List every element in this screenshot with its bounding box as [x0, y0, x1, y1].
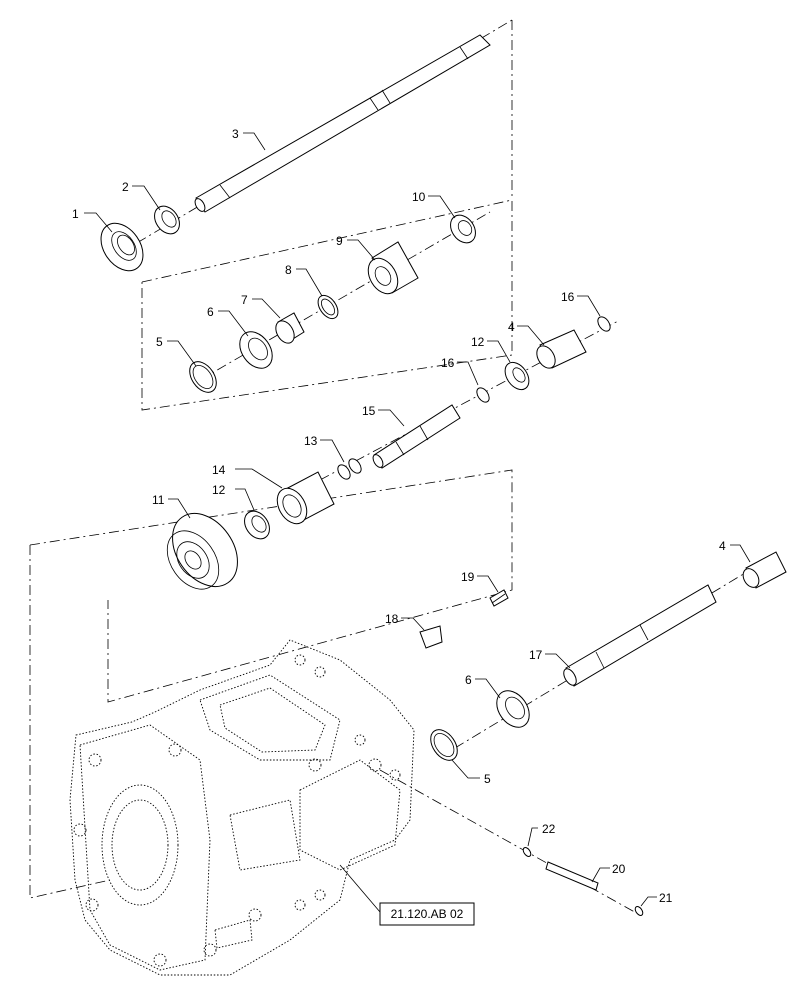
callout-4-lower: 4 — [719, 539, 726, 553]
callout-7: 7 — [241, 293, 248, 307]
part-plate-18 — [419, 625, 443, 649]
callout-4-upper: 4 — [508, 320, 515, 334]
callout-10: 10 — [412, 190, 426, 204]
part-clip-22 — [522, 847, 532, 857]
callout-17: 17 — [529, 648, 543, 662]
reference-box[interactable]: 21.120.AB 02 — [379, 902, 475, 926]
callout-15: 15 — [362, 404, 376, 418]
part-ring-16-upper — [597, 316, 611, 332]
leader-lines — [84, 132, 751, 913]
part-snap-ring-8 — [317, 294, 339, 320]
reference-label: 21.120.AB 02 — [391, 907, 464, 921]
callout-19: 19 — [461, 570, 475, 584]
axis-pin-20 — [379, 769, 641, 916]
part-shaft-17 — [563, 584, 717, 687]
callout-14: 14 — [212, 463, 226, 477]
middle-assembly-boundary — [29, 469, 513, 703]
part-clip-21 — [634, 906, 644, 916]
part-bearing-6-lower — [496, 690, 530, 728]
callout-18: 18 — [385, 612, 399, 626]
part-washers-13 — [337, 458, 362, 480]
part-ring-5-lower — [430, 729, 458, 761]
part-shaft-3 — [194, 34, 491, 213]
part-bearing-12-upper — [504, 361, 530, 391]
part-needle-bearing-7 — [275, 312, 305, 344]
callout-21: 21 — [659, 891, 673, 905]
part-carrier-11 — [166, 513, 238, 590]
callout-6-lower: 6 — [465, 673, 472, 687]
callout-1: 1 — [72, 207, 79, 221]
callout-11: 11 — [152, 493, 165, 507]
part-ring-16-lower — [476, 387, 490, 403]
callout-22: 22 — [542, 822, 556, 836]
housing-boundary — [29, 545, 111, 899]
part-shaft-15 — [372, 404, 461, 469]
part-pin-20 — [545, 861, 599, 891]
callout-12-upper: 12 — [471, 335, 485, 349]
callout-20: 20 — [612, 862, 626, 876]
callout-5-upper: 5 — [156, 335, 163, 349]
part-bolt-19 — [489, 589, 509, 607]
part-bearing-12-lower — [244, 510, 270, 540]
part-sleeve-4-upper — [536, 329, 587, 369]
callout-16-upper: 16 — [561, 290, 575, 304]
part-seal — [100, 222, 144, 272]
part-bearing-6-upper — [239, 331, 273, 369]
part-bearing-10 — [450, 214, 476, 244]
part-ring-5-upper — [189, 361, 217, 393]
callout-13: 13 — [304, 434, 318, 448]
callout-5-lower: 5 — [484, 772, 491, 786]
callout-3: 3 — [232, 127, 239, 141]
part-sleeve-4-lower — [742, 551, 787, 589]
part-gear-9 — [367, 241, 419, 295]
callout-12-lower: 12 — [212, 483, 226, 497]
callout-16-lower: 16 — [441, 356, 455, 370]
callout-2: 2 — [122, 180, 129, 194]
part-coupler-14 — [276, 471, 335, 525]
transmission-housing — [69, 639, 415, 976]
part-bearing-2 — [154, 205, 180, 235]
callout-6-upper: 6 — [207, 305, 214, 319]
callout-9: 9 — [336, 234, 343, 248]
callout-8: 8 — [285, 263, 292, 277]
